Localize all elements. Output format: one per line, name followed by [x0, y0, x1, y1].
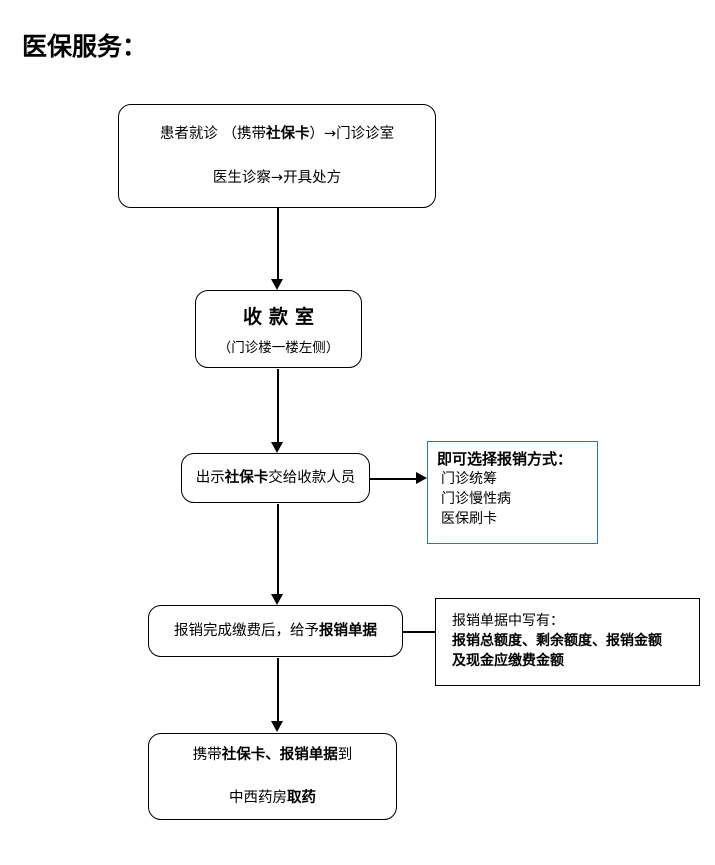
connector-cashier-to-showcard [277, 369, 279, 443]
pharmacy-line1-bold: 社保卡、报销单据 [221, 747, 338, 764]
receipt-line1-bold: 报销单据 [319, 622, 377, 639]
flow-node-patient-visit-line1: 患者就诊 （携带社保卡）→门诊诊室 [160, 125, 394, 143]
receipt-line1-pre: 报销完成缴费后，给予 [174, 622, 319, 639]
connector-showcard-to-methods [370, 478, 418, 480]
showcard-line1-post: 交给收款人员 [268, 469, 356, 486]
pharmacy-line2-bold: 取药 [287, 789, 316, 806]
flow-node-receipt-issued-line1: 报销完成缴费后，给予报销单据 [174, 622, 377, 640]
annotation-reimbursement-methods: 即可选择报销方式： 门诊统筹 门诊慢性病 医保刷卡 [427, 441, 598, 544]
connector-showcard-to-receipt [277, 504, 279, 595]
annotation-methods-item-1: 门诊慢性病 [441, 491, 511, 508]
arrowhead-showcard-to-methods [416, 472, 427, 484]
annotation-receipt-bold-line1: 报销总额度、剩余额度、报销金额 [452, 633, 662, 649]
arrowhead-visit-to-cashier [271, 279, 283, 290]
page-title: 医保服务： [22, 32, 148, 61]
annotation-receipt-bold-line2: 及现金应缴费金额 [452, 652, 564, 669]
showcard-line1-pre: 出示 [195, 469, 225, 486]
connector-receipt-to-detail [403, 631, 436, 633]
flow-node-show-card-line1: 出示社保卡交给收款人员 [196, 469, 356, 487]
visit-line1-bold: 社保卡 [265, 125, 310, 142]
annotation-receipt-contents: 报销单据中写有： 报销总额度、剩余额度、报销金额 及现金应缴费金额 [435, 598, 700, 686]
pharmacy-line1-pre: 携带 [192, 747, 222, 764]
annotation-receipt-header: 报销单据中写有： [452, 613, 564, 629]
annotation-methods-item-0: 门诊统筹 [441, 471, 497, 488]
flow-node-show-card[interactable]: 出示社保卡交给收款人员 [181, 453, 370, 503]
flow-node-pharmacy-line1: 携带社保卡、报销单据到 [193, 746, 353, 764]
arrowhead-receipt-to-pharmacy [271, 721, 283, 732]
visit-line1-post: ）→门诊诊室 [309, 125, 395, 142]
connector-visit-to-cashier [277, 208, 279, 280]
pharmacy-line2-pre: 中西药房 [229, 789, 287, 806]
showcard-line1-bold: 社保卡 [224, 469, 269, 486]
flow-node-cashier-sublabel: （门诊楼一楼左侧） [217, 339, 340, 356]
flow-node-receipt-issued[interactable]: 报销完成缴费后，给予报销单据 [148, 605, 403, 657]
connector-receipt-to-pharmacy [277, 658, 279, 722]
flow-node-patient-visit-line2: 医生诊察→开具处方 [212, 170, 342, 186]
arrowhead-cashier-to-showcard [271, 442, 283, 453]
visit-line1-pre: 患者就诊 （携带 [159, 125, 266, 142]
arrowhead-showcard-to-receipt [271, 594, 283, 605]
flow-node-pharmacy-pickup[interactable]: 携带社保卡、报销单据到 中西药房取药 [148, 733, 397, 820]
flow-node-patient-visit[interactable]: 患者就诊 （携带社保卡）→门诊诊室 医生诊察→开具处方 [118, 104, 436, 208]
pharmacy-line1-post: 到 [337, 747, 353, 764]
annotation-methods-header: 即可选择报销方式： [437, 450, 573, 468]
flow-node-cashier-office[interactable]: 收款室 （门诊楼一楼左侧） [195, 290, 362, 368]
annotation-methods-item-2: 医保刷卡 [441, 511, 497, 527]
flow-node-pharmacy-line2: 中西药房取药 [229, 789, 316, 807]
flow-node-cashier-heading: 收款室 [242, 305, 321, 328]
